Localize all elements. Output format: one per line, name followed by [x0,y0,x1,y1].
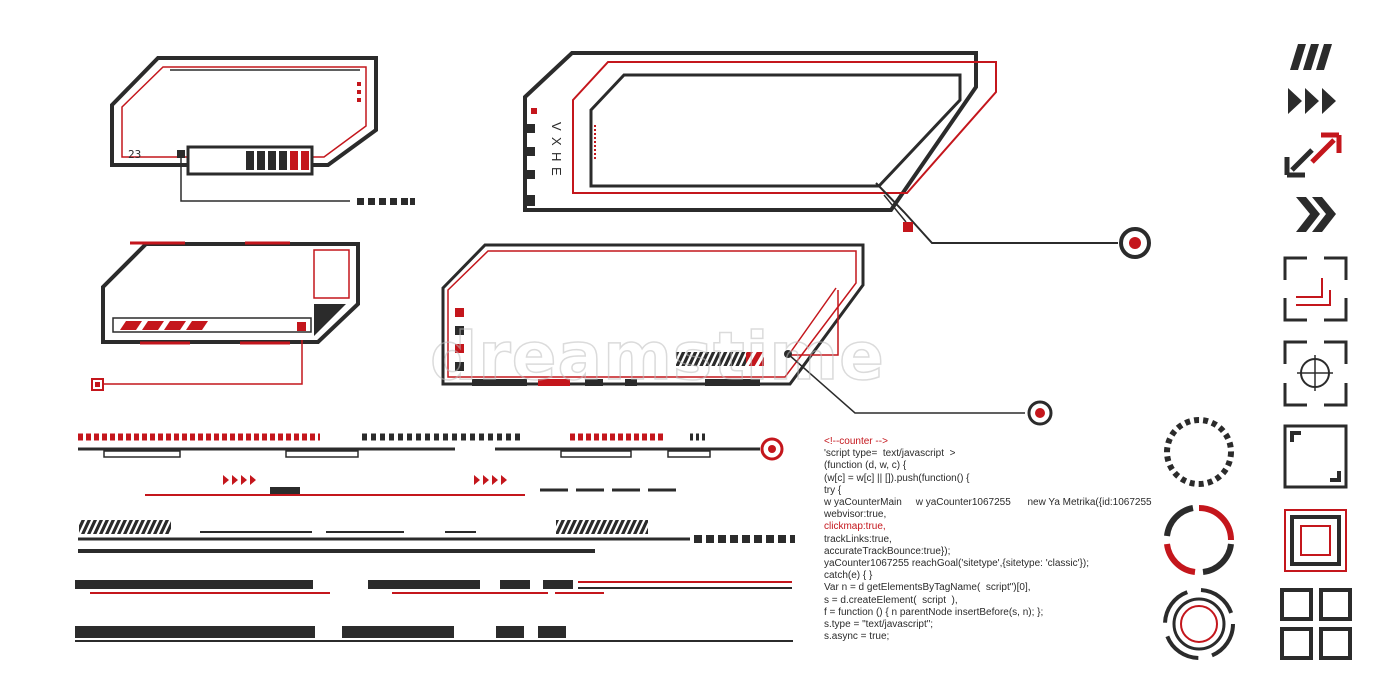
code-line: try { [824,484,842,496]
code-line: f = function () { n parentNode insertBef… [824,606,1044,618]
code-line: (function (d, w, c) { [824,460,907,472]
panel-a-label: 23 [128,148,141,161]
corner-frame-icon [1283,256,1348,322]
code-line: trackLinks:true, [824,533,892,545]
corner-bracket-icon [1283,424,1348,489]
code-line: clickmap:true, [824,521,886,533]
nested-square-icon [1284,509,1347,572]
panel-b-glyph: E [549,167,564,176]
code-line: s.async = true; [824,631,890,643]
panel-b-glyph: X [549,137,564,146]
hud-panel-c [91,241,360,391]
double-chevron-icon [1296,197,1336,232]
code-snippet: <!--counter -->'script type= text/javasc… [824,436,1154,643]
panel-b-glyph: H [549,152,564,161]
code-line: yaCounter1067255 reachGoal('sitetype',{s… [824,558,1090,570]
triple-slash-icon [1290,44,1332,70]
line-decor-group [75,433,795,642]
watermark: dreamstime [429,317,885,396]
code-line: 'script type= text/javascript > [824,448,956,460]
panel-b-glyphs: V X H E [549,122,564,176]
crosshair-icon [1283,340,1348,407]
segmented-ring-icon [1164,505,1234,575]
code-line: Var n = d getElementsByTagName( script")… [824,582,1031,594]
code-line: accurateTrackBounce:true}); [824,545,951,557]
triple-triangle-icon [1288,88,1336,114]
code-line: (w[c] = w[c] || []).push(function() { [824,472,970,484]
code-line: webvisor:true, [824,509,887,521]
code-line: s = d.createElement( script ), [824,594,958,606]
four-squares-icon [1280,588,1352,660]
code-line: w yaCounterMain w yaCounter1067255 new Y… [824,497,1152,509]
hud-panel-d [441,243,1053,426]
code-line: s.type = "text/javascript"; [824,619,934,631]
diagonal-arrows-icon [1284,132,1342,178]
dotted-ring-icon [1164,417,1234,487]
panel-b-glyph: V [549,122,564,131]
hud-panel-a [110,56,415,205]
code-line: catch(e) { } [824,570,873,582]
target-ring-icon [1163,588,1235,660]
code-line: <!--counter --> [824,436,888,447]
hud-panel-b [523,51,1151,259]
